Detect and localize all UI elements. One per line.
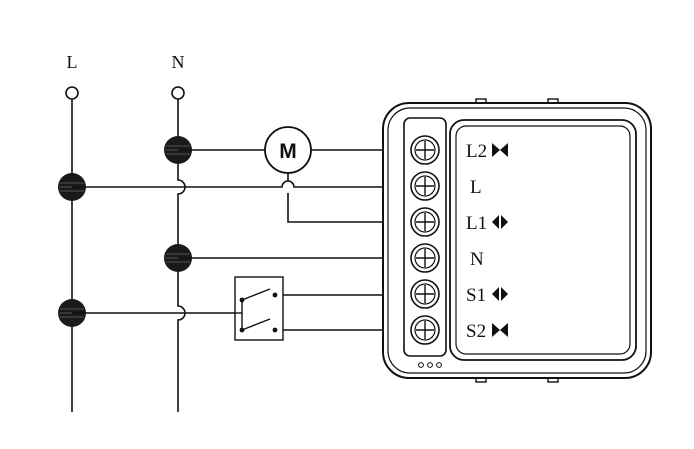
screw-terminal bbox=[410, 171, 440, 201]
screw-terminal bbox=[410, 243, 440, 273]
terminal-label: S1 bbox=[466, 285, 486, 306]
double-switch bbox=[234, 276, 284, 341]
screw-terminal bbox=[410, 315, 440, 345]
motor-symbol: M bbox=[264, 126, 312, 174]
line-terminal-icon bbox=[65, 86, 79, 100]
smart-module bbox=[382, 98, 652, 383]
terminal-label: L1 bbox=[466, 213, 487, 234]
motor-label: M bbox=[279, 140, 297, 163]
screw-terminal bbox=[410, 207, 440, 237]
terminal-label: L bbox=[470, 177, 482, 198]
neutral-label: N bbox=[172, 52, 185, 72]
bowtie-icon bbox=[492, 143, 508, 157]
diamond-icon bbox=[492, 287, 508, 301]
line-label: L bbox=[67, 52, 78, 72]
bowtie-icon bbox=[492, 323, 508, 337]
terminal-label: N bbox=[470, 249, 484, 270]
screw-terminal bbox=[410, 135, 440, 165]
wire-motor-to-l1 bbox=[287, 173, 412, 223]
screw-terminal bbox=[410, 279, 440, 309]
wire-line-to-l bbox=[72, 180, 412, 188]
terminal-label: L2 bbox=[466, 141, 487, 162]
neutral-terminal-icon bbox=[171, 86, 185, 100]
terminal-label: S2 bbox=[466, 321, 486, 342]
diamond-icon bbox=[492, 215, 508, 229]
